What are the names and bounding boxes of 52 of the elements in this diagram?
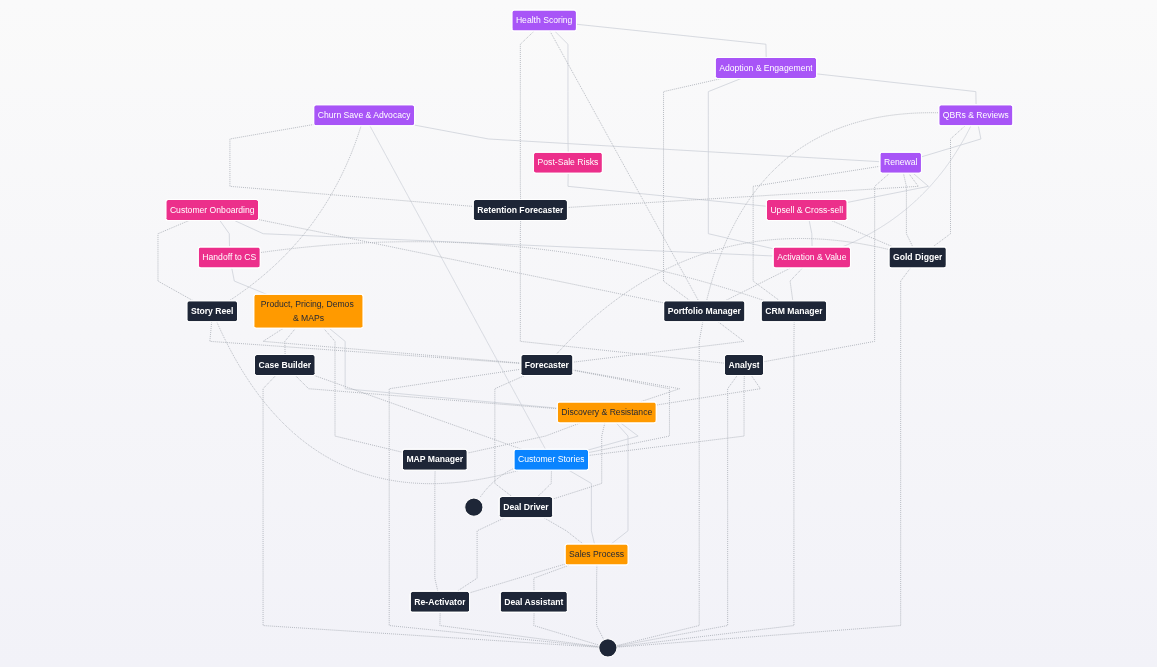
connector: [157, 220, 194, 302]
connector: [543, 517, 584, 545]
connector: [610, 422, 629, 545]
connector: [549, 30, 699, 301]
connector: [388, 368, 606, 648]
connector: [610, 267, 911, 648]
connector: [258, 219, 664, 304]
connector: [219, 220, 230, 248]
connector: [763, 173, 890, 363]
connector: [323, 328, 403, 453]
node-circle: [464, 497, 484, 517]
connector: [587, 422, 639, 451]
connector: [572, 321, 745, 363]
node-circle: [598, 638, 618, 658]
connector: [479, 468, 514, 498]
connector: [816, 73, 977, 106]
connector: [369, 125, 546, 450]
connector: [552, 422, 606, 500]
connector: [554, 30, 569, 153]
connector: [903, 173, 914, 248]
connector: [329, 328, 558, 409]
connector: [434, 470, 439, 592]
connector: [808, 220, 813, 248]
connector: [932, 125, 966, 248]
connector: [556, 238, 889, 355]
connector: [234, 220, 774, 257]
connector: [456, 517, 505, 592]
connector: [494, 375, 525, 498]
connector: [567, 173, 767, 207]
connector: [789, 267, 803, 302]
connector: [610, 321, 704, 648]
connector: [707, 78, 774, 250]
connector: [576, 23, 767, 59]
connector: [229, 126, 362, 301]
connector: [229, 124, 474, 207]
connector: [469, 563, 566, 594]
connector: [262, 375, 606, 648]
connector: [260, 241, 765, 302]
connector: [921, 125, 982, 158]
connector: [847, 173, 929, 203]
connector: [314, 375, 522, 450]
connector: [216, 322, 520, 485]
connector: [568, 470, 595, 545]
connector: [706, 112, 939, 301]
connector: [567, 173, 919, 208]
connector: [588, 375, 745, 456]
connector: [537, 470, 552, 498]
connector: [572, 369, 670, 453]
connector: [610, 375, 738, 648]
connector: [656, 375, 761, 406]
connector: [519, 30, 535, 201]
connector: [610, 321, 795, 648]
